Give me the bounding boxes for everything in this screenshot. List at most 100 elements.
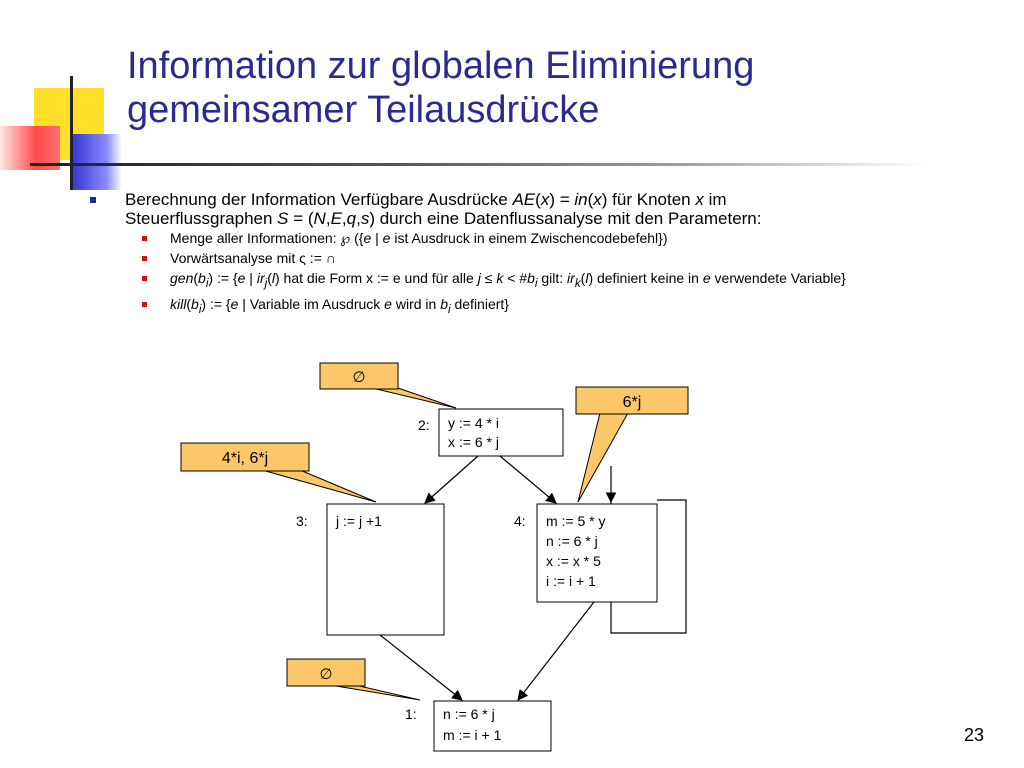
math-ir: ir xyxy=(256,270,265,286)
bullet-text: definiert} xyxy=(450,295,509,312)
node-line: j := j +1 xyxy=(335,513,382,529)
bullet-text: ({ xyxy=(350,230,364,246)
bullet-marker xyxy=(142,236,147,241)
edge-2-to-4 xyxy=(499,455,557,504)
node-line: y := 4 * i xyxy=(448,415,499,431)
math-j: j xyxy=(477,270,481,286)
edge-4-to-1 xyxy=(517,601,595,701)
title-line-1: Information zur globalen Eliminierung xyxy=(127,45,755,87)
bullet-text: im xyxy=(703,190,727,209)
bullet-text: , xyxy=(325,209,331,228)
bullet-text: gilt: xyxy=(537,270,568,286)
callout-text: ∅ xyxy=(352,369,365,386)
node-line: m := i + 1 xyxy=(443,727,502,743)
math-n: N xyxy=(313,209,326,228)
bullet-text: ( xyxy=(186,295,192,312)
bullet-sub-gen: gen(bi) := {e | irj(l) hat die Form x :=… xyxy=(90,268,1000,294)
node-4-box xyxy=(536,503,658,603)
math-subscript: i xyxy=(198,302,202,316)
node-1-box xyxy=(433,700,552,752)
math-e: e xyxy=(384,295,392,312)
math-ae: AE xyxy=(512,190,536,209)
bullet-text: , xyxy=(341,209,347,228)
edge-3-to-1 xyxy=(379,634,463,701)
bullet-text: ≤ xyxy=(480,270,497,286)
title-line-2: gemeinsamer Teilausdrücke xyxy=(127,89,600,131)
node-label: 3: xyxy=(296,513,308,529)
math-e: e xyxy=(382,230,391,246)
math-subscript: i xyxy=(534,276,538,290)
bullet-sub-forward-analysis: Vorwärtsanalyse mit ς := ∩ xyxy=(90,248,1000,268)
callout-box-node2 xyxy=(319,362,399,390)
callout-box-node4 xyxy=(575,386,689,415)
math-e: e xyxy=(230,295,239,312)
bullet-text: ) durch eine Datenflussanalyse mit den P… xyxy=(369,209,762,228)
bullet-text: | xyxy=(371,230,383,246)
node-3-box xyxy=(326,503,445,636)
bullet-text: | xyxy=(245,270,257,286)
bullet-text: ( xyxy=(267,270,272,286)
edge-4-loop xyxy=(605,466,687,634)
math-b: b xyxy=(191,295,199,312)
node-line: i := i + 1 xyxy=(546,573,596,589)
edge-2-to-3 xyxy=(424,455,479,504)
bullet-marker xyxy=(142,256,147,261)
bullet-text: ( xyxy=(580,270,586,286)
decor-red-square xyxy=(0,126,60,170)
bullet-sub-kill: kill(bi) := {e | Variable im Ausdruck e … xyxy=(90,294,1000,320)
bullet-text: Vorwärtsanalyse mit xyxy=(170,250,300,266)
bullet-text: verwendete Variable} xyxy=(710,270,846,286)
math-b: b xyxy=(440,295,448,312)
callout-pointer xyxy=(577,412,629,503)
callout-pointer xyxy=(371,387,457,409)
bullet-text: = ( xyxy=(288,209,314,228)
bullet-text: ist Ausdruck in einem Zwischencodebefehl… xyxy=(390,230,668,246)
meet-operator-symbol: ς xyxy=(299,250,306,266)
bullet-marker xyxy=(90,197,96,203)
math-x: x xyxy=(695,190,704,209)
node-label: 2: xyxy=(418,417,430,433)
math-gen: gen xyxy=(170,270,194,286)
math-kill: kill xyxy=(170,295,187,312)
bullet-text: ) definiert keine in xyxy=(588,270,703,286)
bullet-text: | Variable im Ausdruck xyxy=(238,295,385,312)
math-x: x xyxy=(540,190,550,209)
callout-box-node3 xyxy=(180,442,310,472)
bullet-text: ) := { xyxy=(201,295,231,312)
math-b: b xyxy=(198,270,206,286)
bullet-text: Steuerflussgraphen xyxy=(125,209,278,228)
callout-pointer xyxy=(329,684,421,701)
bullet-text: ) hat die Form x := e und für alle xyxy=(275,270,478,286)
bullet-text: := xyxy=(305,250,326,266)
math-l: l xyxy=(271,270,275,286)
bullet-text: Berechnung der Information Verfügbare Au… xyxy=(125,190,513,209)
node-label: 1: xyxy=(405,706,417,722)
node-line: x := x * 5 xyxy=(546,553,601,569)
bullet-sub-information-set: Menge aller Informationen: ℘ ({e | e ist… xyxy=(90,228,1000,248)
math-b: b xyxy=(527,270,535,286)
callout-box-node1 xyxy=(286,658,366,687)
bullet-marker xyxy=(142,301,147,307)
math-k: k xyxy=(496,270,504,286)
slide-title: Information zur globalen Eliminierung ge… xyxy=(127,44,987,132)
title-divider xyxy=(30,163,930,166)
powerset-symbol: ℘ xyxy=(340,230,351,246)
callout-text: 6*j xyxy=(623,394,642,411)
decor-blue-square xyxy=(70,134,122,190)
math-e: E xyxy=(330,209,342,228)
math-subscript: k xyxy=(574,276,581,290)
node-line: x := 6 * j xyxy=(448,434,499,450)
math-e: e xyxy=(363,230,372,246)
math-in: in xyxy=(574,190,588,209)
math-x: x xyxy=(593,190,602,209)
math-q: q xyxy=(346,209,357,228)
math-subscript: j xyxy=(264,276,268,290)
math-l: l xyxy=(585,270,589,286)
bullet-marker xyxy=(142,276,147,281)
bullet-text: ) := { xyxy=(208,270,238,286)
math-s: s xyxy=(360,209,370,228)
bullet-text: wird in xyxy=(391,295,441,312)
node-line: n := 6 * j xyxy=(546,533,598,549)
bullet-list: Berechnung der Information Verfügbare Au… xyxy=(90,190,1000,320)
